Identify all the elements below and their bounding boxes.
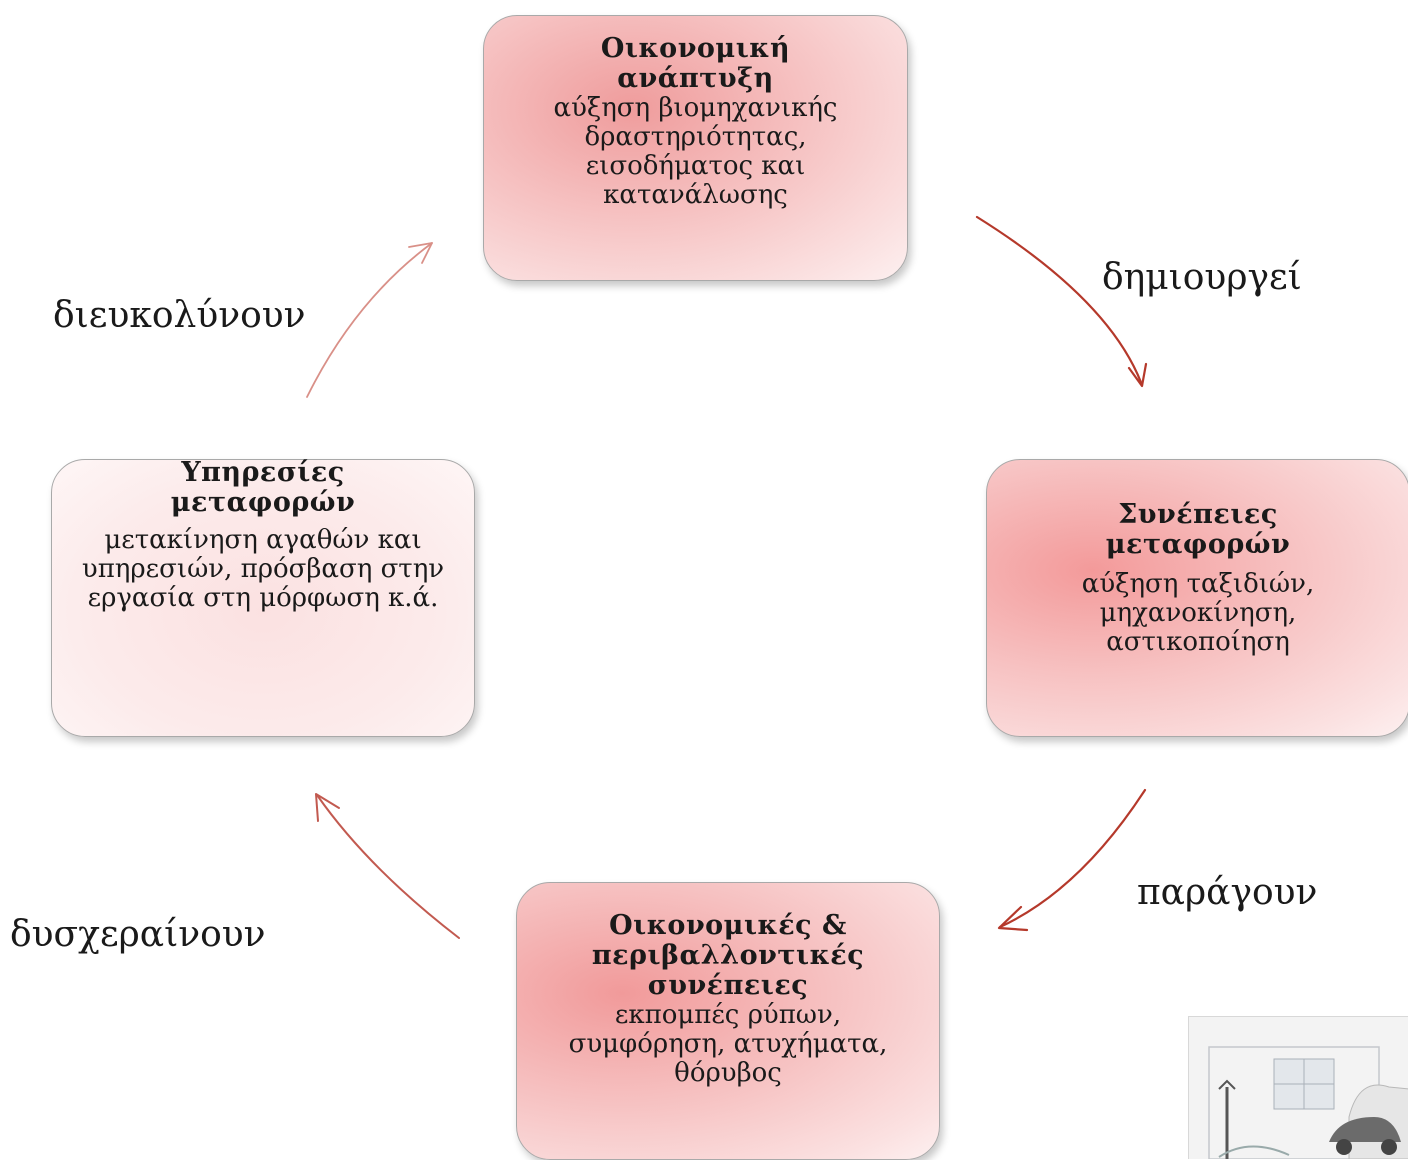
arrow-creates (975, 215, 1144, 387)
arrow-hinder (316, 794, 460, 939)
node-body: αύξηση βιομηχανικής δραστηριότητας, εισο… (553, 93, 838, 210)
edge-label-hinder: δυσχεραίνουν (10, 914, 266, 955)
arrow-creates-head (1127, 362, 1148, 388)
arrow-facilitate (306, 242, 433, 398)
node-transport-services: Υπηρεσίες μεταφορών μετακίνηση αγαθών κα… (51, 457, 475, 737)
node-title: Οικονομικές & περιβαλλοντικές συνέπειες (591, 910, 865, 1001)
arrow-hinder-head (315, 793, 340, 822)
node-body: αύξηση ταξιδιών, μηχανοκίνηση, αστικοποί… (1081, 569, 1315, 657)
node-title: Υπηρεσίες μεταφορών (170, 457, 356, 518)
node-body: εκπομπές ρύπων, συμφόρηση, ατυχήματα, θό… (568, 1000, 888, 1088)
arrow-produce (998, 788, 1147, 929)
street-sketch-image (1188, 1016, 1408, 1159)
node-transport-effects: Συνέπειες μεταφορών αύξηση ταξιδιών, μηχ… (986, 459, 1408, 737)
street-sketch-icon (1189, 1017, 1408, 1159)
edge-label-facilitate: διευκολύνουν (53, 295, 306, 336)
edge-label-produce: παράγουν (1137, 872, 1318, 913)
node-title: Συνέπειες μεταφορών (1105, 499, 1291, 560)
node-body: μετακίνηση αγαθών και υπηρεσιών, πρόσβασ… (81, 525, 445, 613)
edge-label-creates: δημιουργεί (1102, 257, 1302, 298)
arrow-produce-head (997, 905, 1029, 932)
node-econ-env-effects: Οικονομικές & περιβαλλοντικές συνέπειες … (516, 882, 940, 1160)
node-title: Οικονομική ανάπτυξη (600, 33, 791, 94)
arrow-facilitate-head (408, 242, 433, 264)
node-economic-growth: Οικονομική ανάπτυξη αύξηση βιομηχανικής … (483, 15, 908, 281)
